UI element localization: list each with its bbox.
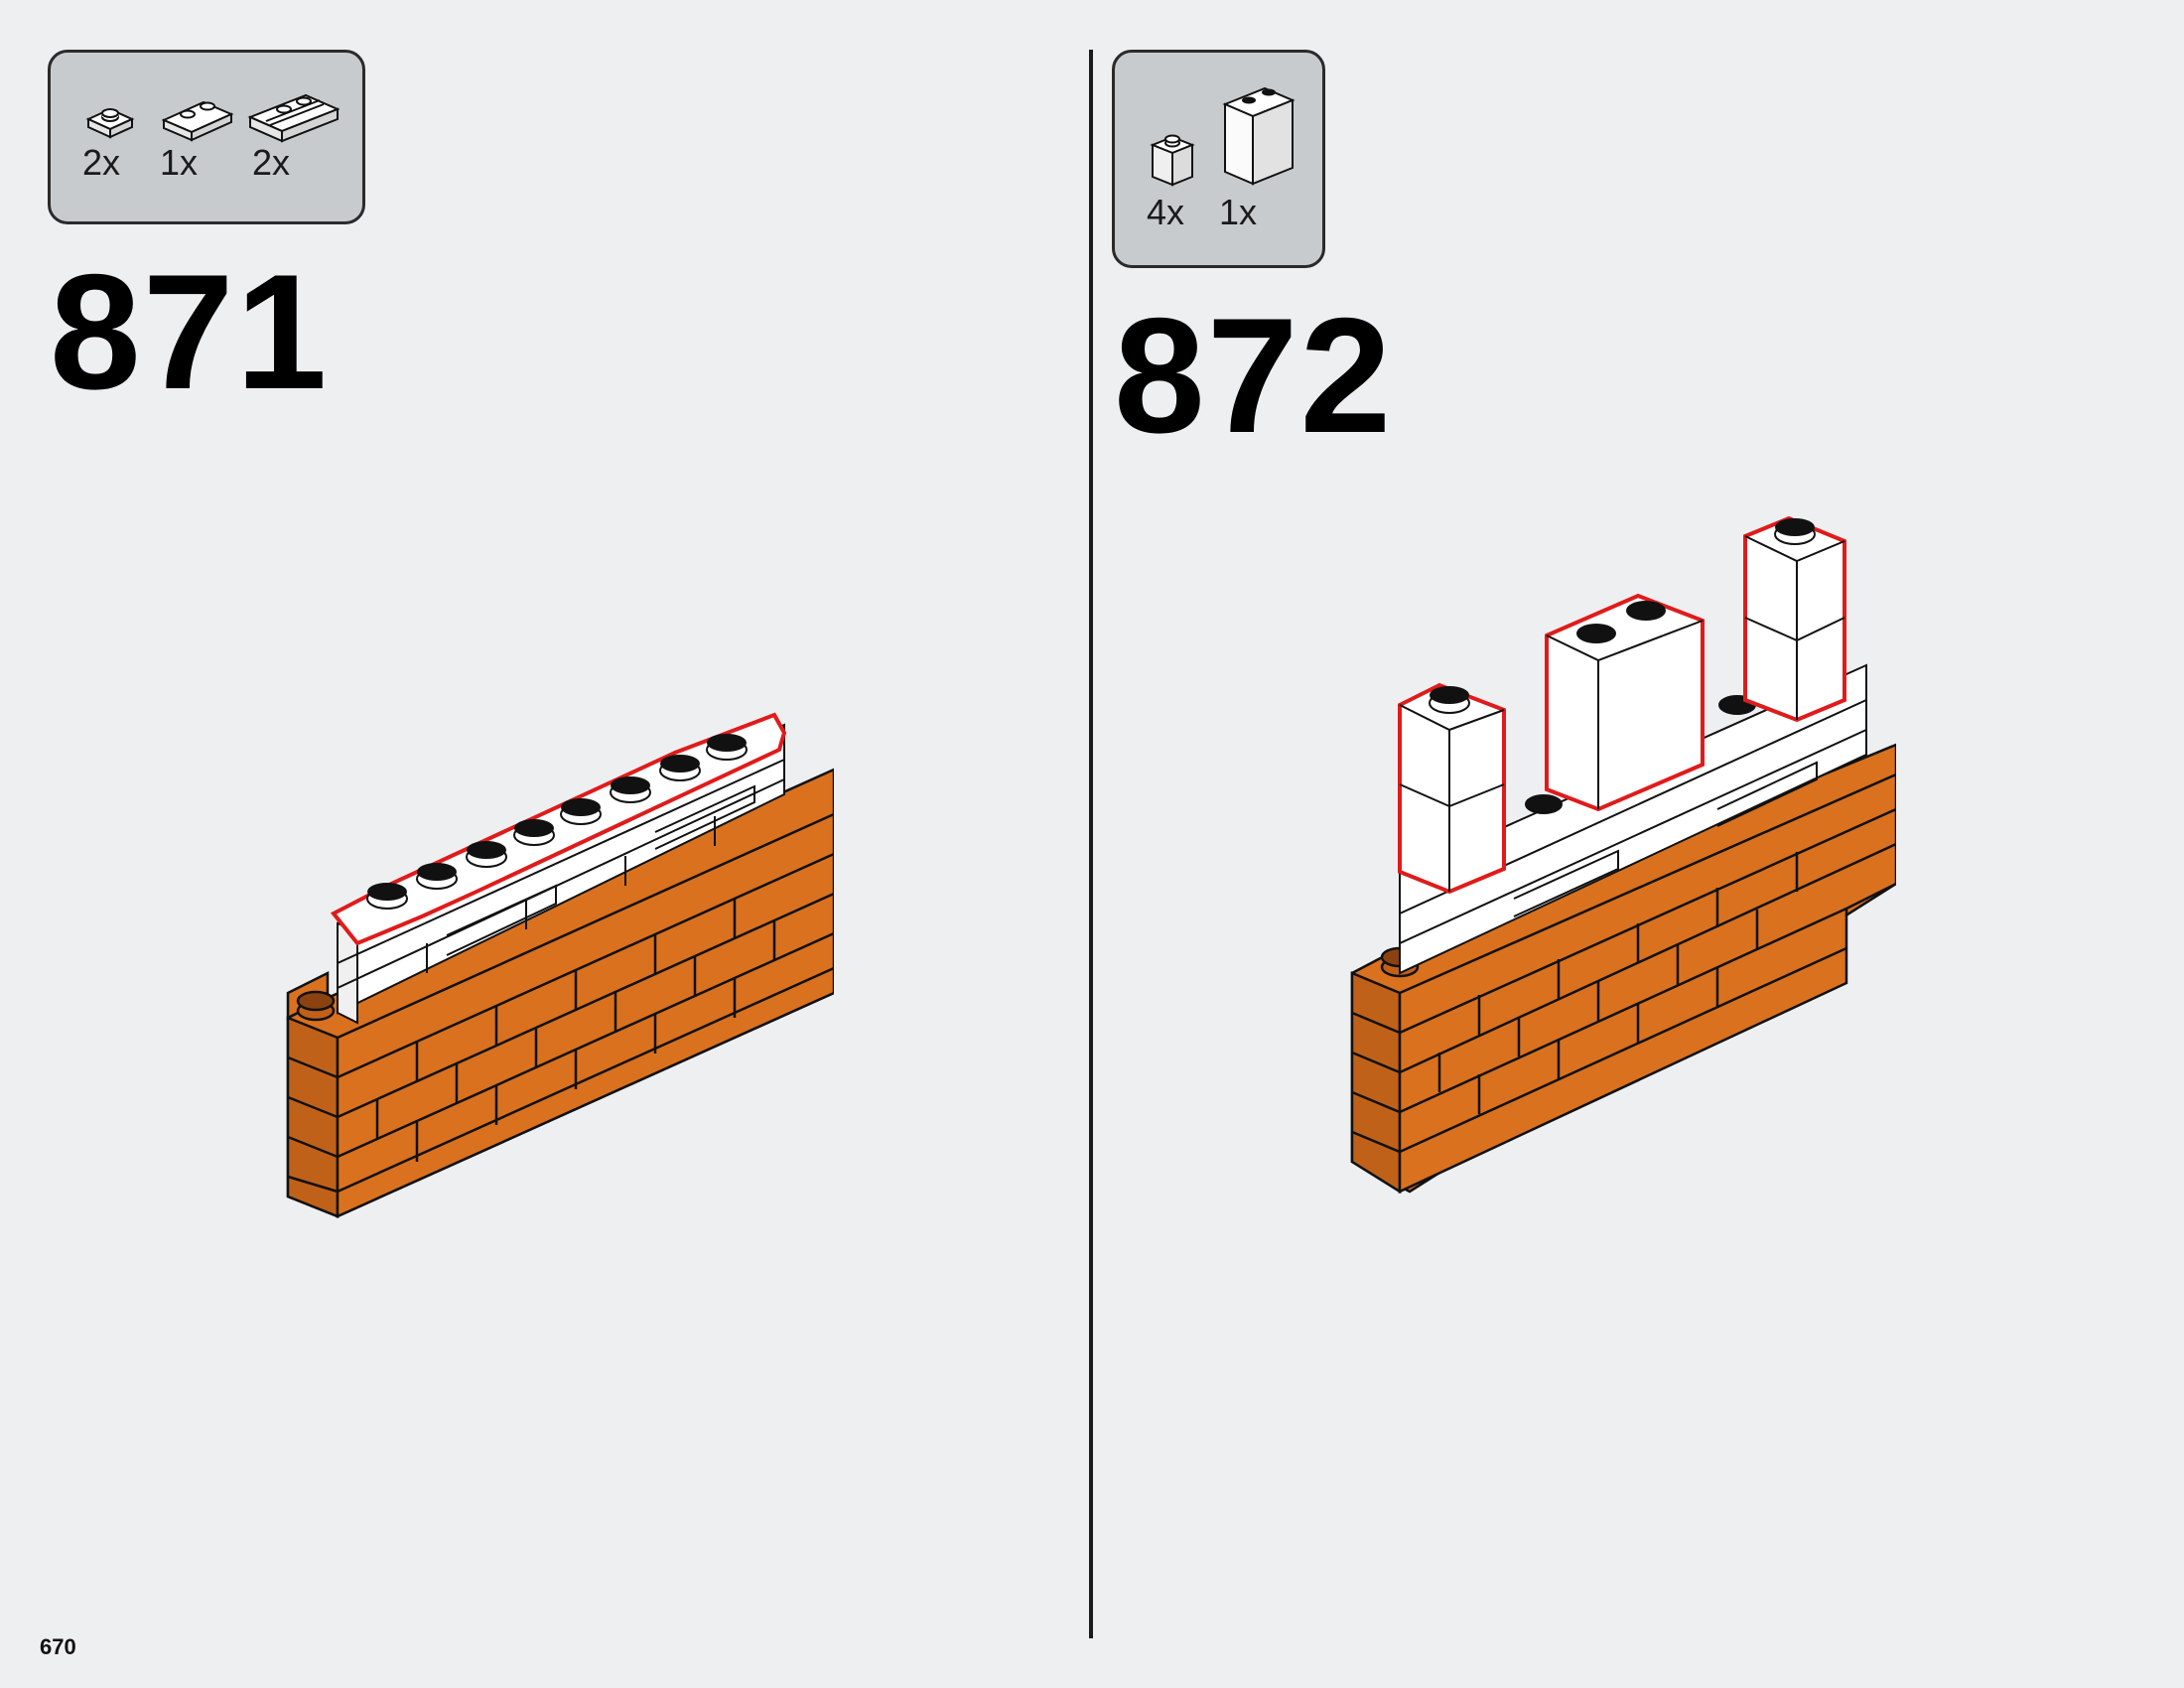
brick-1x2x2-white-icon: [1222, 86, 1296, 186]
plate-1x1-white-icon: [85, 107, 135, 139]
new-brick-stack-left: [1398, 682, 1506, 895]
part-plate-1x2: 1x: [158, 92, 237, 197]
part-jumper-rail: 2x: [244, 87, 343, 197]
part-quantity: 2x: [82, 142, 121, 183]
brick-1x1-white-icon: [1150, 134, 1195, 187]
page-number: 670: [40, 1634, 76, 1659]
part-quantity: 1x: [160, 142, 199, 183]
part-quantity: 1x: [1219, 192, 1258, 232]
orange-brick-wall: [286, 768, 834, 1218]
model-step-871: [286, 712, 834, 1218]
new-brick-stack-right: [1743, 515, 1846, 723]
step-number: 872: [1114, 284, 1394, 467]
step-number: 871: [50, 240, 330, 423]
new-brick-1x2x2-middle: [1545, 593, 1705, 812]
part-quantity: 2x: [252, 142, 291, 183]
model-step-872: [1350, 515, 1896, 1195]
new-plates-highlight: [330, 712, 787, 956]
part-brick-1x1: 4x: [1143, 127, 1202, 246]
part-brick-1x2x2: 1x: [1219, 82, 1298, 246]
plate-1x2-white-icon: [161, 100, 234, 142]
orange-brick-wall: [1350, 743, 1896, 1195]
jumper-rail-plate-white-icon: [247, 93, 341, 143]
parts-callout-step-871: 2x 1x 2x: [48, 50, 365, 224]
part-quantity: 4x: [1147, 192, 1185, 232]
page-divider: [1089, 50, 1093, 1638]
part-plate-1x1: 2x: [80, 97, 140, 197]
parts-callout-step-872: 4x 1x: [1112, 50, 1325, 268]
